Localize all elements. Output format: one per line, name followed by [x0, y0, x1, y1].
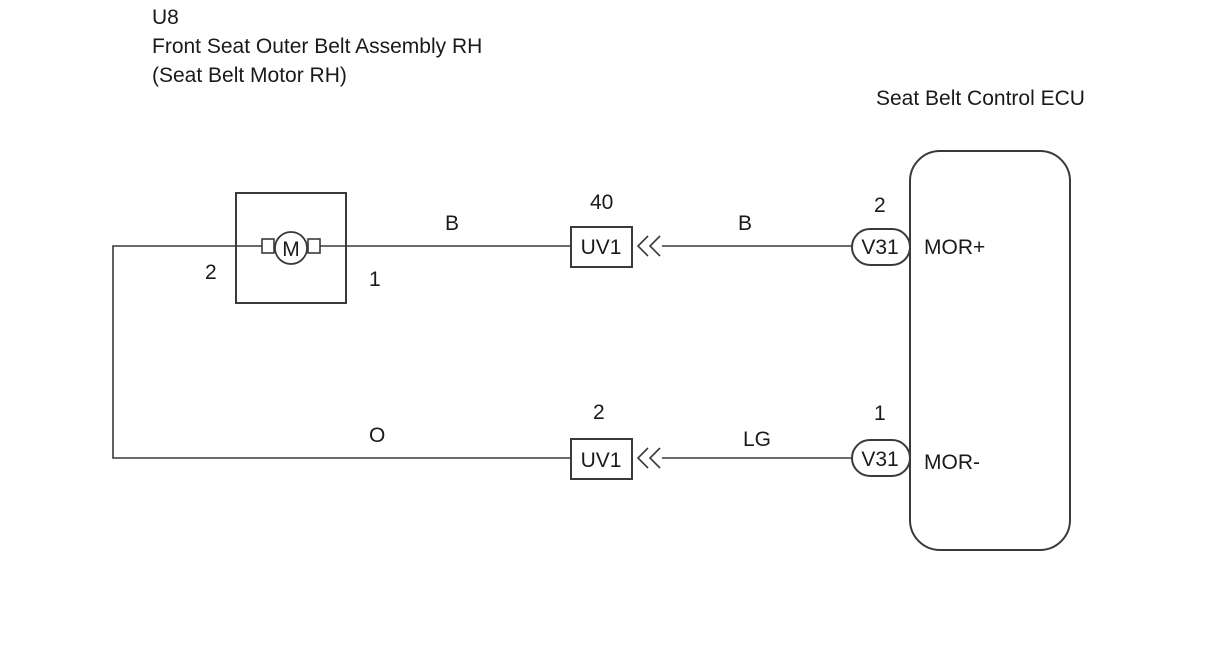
ecu-connector-label-bottom: V31 [861, 448, 898, 471]
motor-symbol-label: M [282, 238, 300, 261]
ecu-pin-1: 1 [874, 402, 886, 425]
ecu-connector-bottom: 1 V31 MOR- [851, 402, 980, 477]
ecu-connector-box-top [851, 228, 911, 266]
ecu-box [909, 150, 1071, 551]
component-subname: (Seat Belt Motor RH) [152, 64, 347, 87]
component-id: U8 [152, 6, 179, 29]
motor-pin-right: 1 [369, 268, 381, 291]
chevron-left-icon [636, 447, 661, 469]
ecu-connector-box-bottom [851, 439, 911, 477]
component-name: Front Seat Outer Belt Assembly RH [152, 35, 482, 58]
motor-pin-left: 2 [205, 261, 217, 284]
junction-box-bottom [570, 438, 633, 480]
ecu-terminal-mor-plus: MOR+ [924, 236, 985, 259]
wire-color-b-left: B [445, 212, 459, 235]
ecu-connector-top: 2 V31 MOR+ [851, 194, 985, 266]
junction-label-top: UV1 [581, 236, 622, 259]
ecu-pin-2: 2 [874, 194, 886, 217]
wire-color-b-right: B [738, 212, 752, 235]
junction-connector-top: 40 UV1 [570, 191, 661, 268]
ecu-name: Seat Belt Control ECU [876, 87, 1085, 110]
junction-pin-2: 2 [593, 401, 605, 424]
junction-label-bottom: UV1 [581, 449, 622, 472]
junction-connector-bottom: 2 UV1 [570, 401, 661, 480]
wire-color-o: O [369, 424, 385, 447]
junction-pin-40: 40 [590, 191, 613, 214]
wire-o-motor-to-junction [112, 245, 572, 459]
ecu-terminal-mor-minus: MOR- [924, 451, 980, 474]
motor-icon: M [261, 231, 321, 265]
junction-box-top [570, 226, 633, 268]
wire-color-lg: LG [743, 428, 771, 451]
motor-assembly-box [235, 192, 347, 304]
ecu-connector-label-top: V31 [861, 236, 898, 259]
chevron-left-icon [636, 235, 661, 257]
